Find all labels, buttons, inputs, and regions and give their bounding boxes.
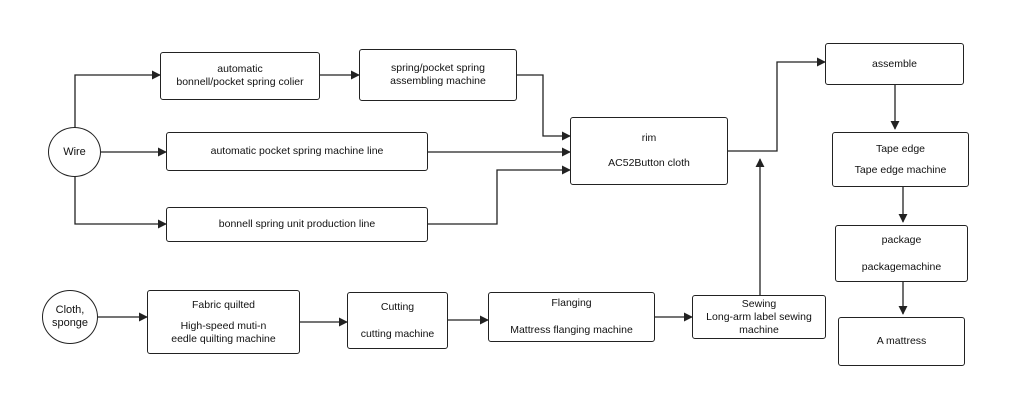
node-sewing-line2: Long-arm label sewing [706,310,812,323]
node-assembling-line2: assembling machine [390,75,486,87]
node-colier-line1: automatic [217,63,263,75]
node-colier-line2: bonnell/pocket spring colier [176,76,304,88]
node-cloth: Cloth, sponge [42,290,98,344]
node-flanging-line2: Mattress flanging machine [510,324,633,336]
node-cloth-line1: Cloth, [55,304,85,316]
node-pocket-line-label: automatic pocket spring machine line [210,145,384,157]
node-assemble: assemble [825,43,964,85]
node-pocket-line: automatic pocket spring machine line [166,132,428,171]
node-cutting: Cutting cutting machine [347,292,448,349]
node-rim: rim AC52Button cloth [570,117,728,185]
node-package-line2: packagemachine [861,260,942,273]
node-cloth-line2: sponge [51,317,89,329]
node-sewing-line3: machine [739,323,779,336]
node-package-line1: package [881,233,922,246]
node-mattress-label: A mattress [876,335,927,347]
node-flanging: Flanging Mattress flanging machine [488,292,655,342]
node-cutting-line2: cutting machine [360,327,435,340]
node-quilted: Fabric quilted High-speed muti-n eedle q… [147,290,300,354]
node-bonnell-line-label: bonnell spring unit production line [218,218,376,230]
arrow-wire-to-bonnell-line [74,172,167,229]
arrow-wire-to-colier [74,70,161,132]
node-sewing-line1: Sewing [741,297,777,310]
node-assembling-line1: spring/pocket spring [391,62,485,74]
arrow-assembling-to-rim [517,74,571,141]
node-assembling: spring/pocket spring assembling machine [359,49,517,101]
node-wire-label: Wire [63,145,86,158]
node-wire: Wire [48,127,101,177]
node-tape-line2: Tape edge machine [854,163,947,176]
node-colier: automatic bonnell/pocket spring colier [160,52,320,100]
node-tape: Tape edge Tape edge machine [832,132,969,187]
arrow-bonnell-line-to-rim [428,165,571,225]
node-cutting-line1: Cutting [380,300,415,313]
node-tape-line1: Tape edge [875,142,926,155]
node-quilted-line3: eedle quilting machine [171,332,276,345]
node-sewing: Sewing Long-arm label sewing machine [692,295,826,339]
arrow-rim-to-assemble [728,57,826,152]
node-mattress: A mattress [838,317,965,366]
node-assemble-label: assemble [872,57,917,70]
node-quilted-line2: High-speed muti-n [180,319,267,332]
node-rim-line1: rim [641,132,657,144]
node-flanging-line1: Flanging [551,297,592,309]
node-rim-line2: AC52Button cloth [608,157,690,169]
node-bonnell-line: bonnell spring unit production line [166,207,428,242]
node-quilted-line1: Fabric quilted [191,298,256,311]
node-package: package packagemachine [835,225,968,282]
